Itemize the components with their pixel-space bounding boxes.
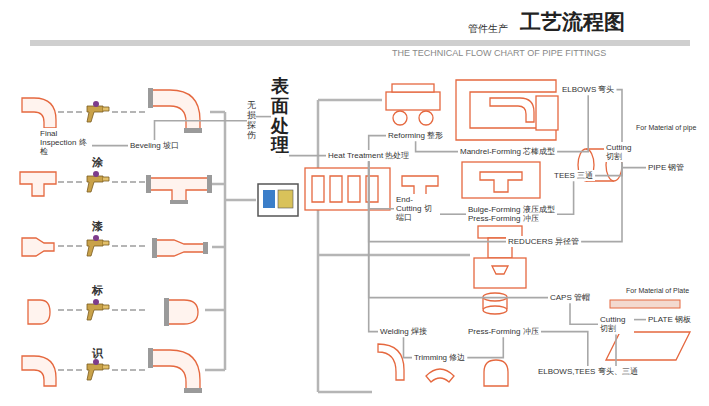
flow-line (541, 332, 588, 366)
step-label: Welding 焊接 (380, 327, 427, 336)
step-label: End-Cutting 切端口 (396, 195, 438, 223)
process-step: End-Cutting 切端口 (394, 194, 440, 224)
flow-line (617, 90, 623, 142)
step-label: Beveling 坡口 (130, 141, 179, 150)
flow-line (369, 136, 386, 150)
text-label: For Material of Plate (626, 287, 689, 294)
process-step: Heat Treatment 热处理 (326, 150, 411, 161)
process-step: Beveling 坡口 (128, 140, 181, 151)
flow-line (256, 116, 271, 118)
flow-line (369, 161, 548, 297)
step-label: Final Inspection 终检 (40, 129, 90, 157)
step-label: Mandrel-Forming 芯棒成型 (460, 147, 555, 156)
process-step: Press-Forming 冲压 (466, 326, 541, 337)
flow-line (557, 95, 588, 151)
flow-line (416, 141, 458, 151)
text-label: 涂漆标识 (92, 130, 103, 387)
flow-line (404, 337, 413, 357)
step-label: PIPE 钢管 (648, 163, 684, 172)
process-step: Reforming 整形 (386, 130, 445, 141)
step-label: Trimming 修边 (414, 353, 465, 362)
flow-line (369, 161, 394, 209)
flow-line (467, 337, 503, 357)
flow-line (369, 161, 506, 241)
step-label: ELBOWS 弯头 (562, 85, 614, 94)
process-step: Bulge-Forming 液压成型Press-Forming 冲压 (466, 204, 557, 224)
flow-line (155, 121, 248, 140)
process-step: PIPE 钢管 (646, 162, 686, 173)
process-step: Final Inspection 终检 (38, 128, 92, 158)
flow-line (440, 213, 466, 215)
step-label: Cutting 切割 (606, 143, 638, 161)
step-label: 无损探伤 (247, 101, 256, 141)
flow-line (615, 334, 617, 366)
flow-line (595, 162, 622, 175)
process-step: Mandrel-Forming 芯棒成型 (458, 146, 557, 157)
process-step: Cutting 切割 (598, 314, 634, 334)
process-step: 表面处理 (271, 76, 289, 157)
process-step: CAPS 管帽 (548, 292, 592, 303)
step-label: Heat Treatment 热处理 (328, 151, 409, 160)
flow-line (369, 161, 378, 331)
process-step: Trimming 修边 (412, 352, 467, 363)
step-label: 表面处理 (271, 77, 289, 156)
step-label: Press-Forming 冲压 (468, 327, 539, 336)
flow-line (570, 303, 598, 324)
step-label: ELBOWS,TEES 弯头、三通 (538, 367, 638, 376)
step-label: CAPS 管帽 (550, 293, 590, 302)
chart-title: 工艺流程图 (520, 8, 625, 36)
process-step: 无损探伤 (247, 100, 256, 142)
process-step: ELBOWS,TEES 弯头、三通 (536, 366, 640, 377)
flow-line (557, 181, 574, 214)
text-label: 管件生产 (468, 22, 508, 36)
text-label: THE TECHNICAL FLOW CHART OF PIPE FITTING… (392, 48, 606, 58)
process-step: PLATE 钢板 (646, 314, 693, 325)
process-step: Welding 焊接 (378, 326, 429, 337)
step-label: Reforming 整形 (388, 131, 443, 140)
flow-line (92, 145, 128, 147)
process-step: ELBOWS 弯头 (560, 84, 616, 95)
flow-line (634, 319, 646, 321)
step-label: PLATE 钢板 (648, 315, 691, 324)
step-label: Press-Forming 冲压 (468, 214, 555, 223)
flow-line (622, 162, 646, 167)
step-label: TEES 三通 (554, 171, 593, 180)
step-label: Bulge-Forming 液压成型 (468, 205, 555, 214)
text-label: For Material of pipe (636, 124, 696, 131)
step-label: REDUCERS 异径管 (508, 237, 579, 246)
process-step: TEES 三通 (552, 170, 595, 181)
step-label: Cutting 切割 (600, 315, 632, 333)
process-step: Cutting 切割 (604, 142, 640, 162)
process-step: REDUCERS 异径管 (506, 236, 581, 247)
